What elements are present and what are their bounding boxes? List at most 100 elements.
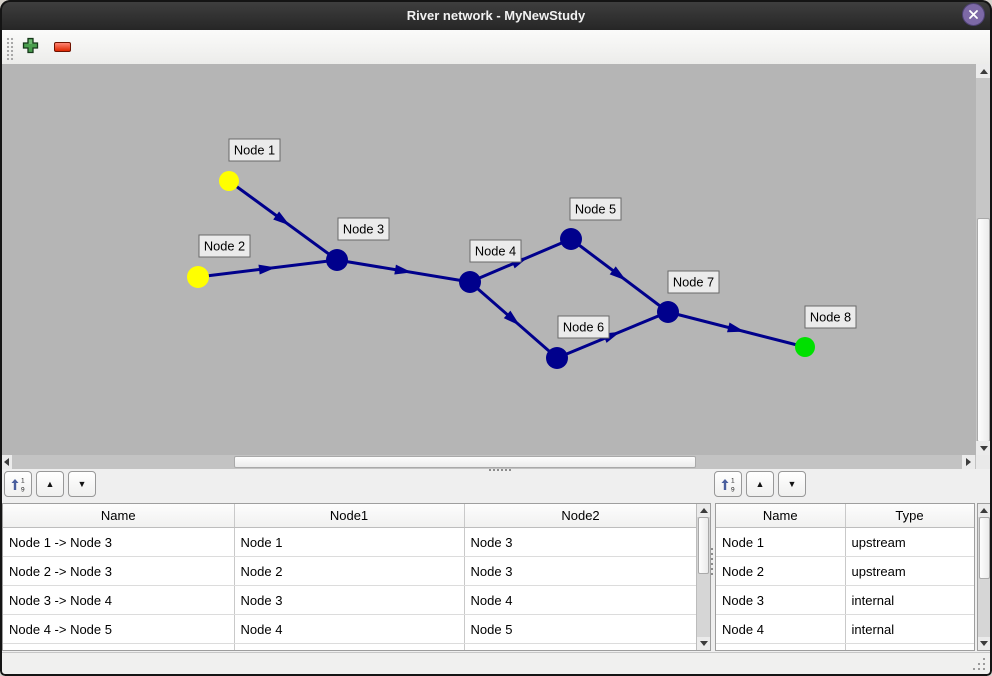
sort-edges-button[interactable]: 1 9 xyxy=(4,471,32,497)
column-header[interactable]: Node1 xyxy=(234,504,465,528)
scrollbar-corner xyxy=(976,455,992,469)
edge-arrow-icon xyxy=(258,264,276,275)
scrollbar-thumb[interactable] xyxy=(698,517,709,574)
add-node-button[interactable] xyxy=(22,37,39,59)
scroll-down-icon xyxy=(980,641,988,646)
table-cell: Node 2 -> Node 3 xyxy=(3,556,235,586)
window-title: River network - MyNewStudy xyxy=(406,7,586,23)
node-label-box xyxy=(228,138,281,162)
main-toolbar xyxy=(0,30,992,66)
node-label-box xyxy=(557,315,610,339)
remove-node-button[interactable] xyxy=(54,42,71,52)
column-header[interactable]: Type xyxy=(845,504,974,528)
node-label-box xyxy=(469,239,522,263)
table-cell: Node 3 xyxy=(716,585,846,615)
close-icon xyxy=(969,10,978,19)
scroll-left-button[interactable] xyxy=(0,455,12,469)
resize-grip-icon[interactable] xyxy=(983,668,985,670)
node-label-box xyxy=(804,305,857,329)
edge-arrow-icon xyxy=(609,266,627,281)
table-cell xyxy=(234,643,465,650)
move-node-down-button[interactable]: ▼ xyxy=(778,471,806,497)
status-bar xyxy=(0,652,992,676)
nodes-table-scrollbar[interactable] xyxy=(977,503,991,651)
edges-table-scrollbar[interactable] xyxy=(696,504,710,650)
node-label: Node 4 xyxy=(475,244,516,259)
scroll-right-icon xyxy=(966,458,971,466)
column-header[interactable]: Name xyxy=(716,504,846,528)
node-label: Node 3 xyxy=(343,222,384,237)
node-circle[interactable] xyxy=(219,171,239,191)
table-cell: Node 2 xyxy=(234,556,465,586)
node-circle[interactable] xyxy=(795,337,815,357)
table-cell: Node 2 xyxy=(716,556,846,586)
scroll-right-button[interactable] xyxy=(962,455,975,469)
node-label: Node 8 xyxy=(810,310,851,325)
sort-digit: 9 xyxy=(21,487,25,493)
scroll-down-button[interactable] xyxy=(978,637,990,650)
close-button[interactable] xyxy=(962,3,985,26)
move-edge-down-button[interactable]: ▼ xyxy=(68,471,96,497)
sort-digit: 1 xyxy=(731,478,735,485)
edge-arrow-icon xyxy=(394,264,412,275)
node-circle[interactable] xyxy=(546,347,568,369)
sort-nodes-button[interactable]: 1 9 xyxy=(714,471,742,497)
move-edge-up-button[interactable]: ▲ xyxy=(36,471,64,497)
vscrollbar-thumb[interactable] xyxy=(977,218,990,442)
scroll-up-button[interactable] xyxy=(697,504,710,517)
scroll-down-button[interactable] xyxy=(697,637,710,650)
table-cell: Node 4 -> Node 5 xyxy=(3,614,235,644)
node-label: Node 1 xyxy=(234,143,275,158)
scroll-down-button[interactable] xyxy=(976,441,992,455)
titlebar[interactable]: River network - MyNewStudy xyxy=(0,0,992,30)
scroll-up-icon xyxy=(699,508,708,513)
table-cell: Node 3 xyxy=(234,585,465,615)
scroll-up-button[interactable] xyxy=(976,64,992,78)
edge-arrow-icon xyxy=(503,310,520,326)
table-cell: upstream xyxy=(845,556,974,586)
node-circle[interactable] xyxy=(187,266,209,288)
scrollbar-thumb[interactable] xyxy=(978,517,990,579)
canvas-vscrollbar[interactable] xyxy=(976,64,992,455)
node-label-box xyxy=(198,234,251,258)
hscrollbar-thumb[interactable] xyxy=(234,456,696,468)
scroll-up-button[interactable] xyxy=(978,504,990,517)
table-cell xyxy=(716,643,846,650)
sort-digit: 9 xyxy=(731,487,735,493)
node-label-box xyxy=(337,217,390,241)
table-row[interactable] xyxy=(3,643,698,650)
move-node-up-button[interactable]: ▲ xyxy=(746,471,774,497)
table-row[interactable] xyxy=(716,643,974,650)
node-label-box xyxy=(667,270,720,294)
node-circle[interactable] xyxy=(657,301,679,323)
down-triangle-icon: ▼ xyxy=(77,479,87,489)
table-cell xyxy=(845,643,974,650)
table-cell: Node 1 xyxy=(716,527,846,557)
splitter-handle-icon xyxy=(711,548,713,550)
toolbar-drag-handle[interactable] xyxy=(6,37,15,60)
node-circle[interactable] xyxy=(459,271,481,293)
node-circle[interactable] xyxy=(560,228,582,250)
table-cell: Node 1 xyxy=(234,527,465,557)
canvas-hscrollbar[interactable] xyxy=(0,455,976,469)
column-header[interactable]: Name xyxy=(3,504,235,528)
column-header[interactable]: Node2 xyxy=(464,504,698,528)
table-cell: Node 3 xyxy=(464,527,698,557)
horizontal-splitter[interactable] xyxy=(0,469,992,472)
scroll-up-icon xyxy=(980,508,988,513)
up-triangle-icon: ▲ xyxy=(45,479,55,489)
node-label: Node 5 xyxy=(575,202,616,217)
node-circle[interactable] xyxy=(326,249,348,271)
scroll-down-icon xyxy=(980,445,988,451)
